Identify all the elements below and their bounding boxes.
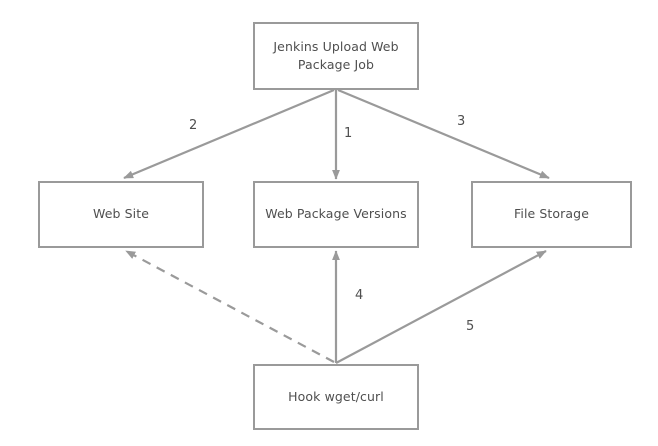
node-label: Web Package Versions	[265, 206, 407, 222]
edge-label-2: 2	[189, 118, 198, 133]
edge-5-line	[335, 250, 547, 364]
node-label: Jenkins Upload Web Package Job	[273, 38, 399, 72]
node-file-storage[interactable]: File Storage	[471, 181, 632, 248]
node-web-site[interactable]: Web Site	[38, 181, 204, 248]
edge-2-line	[123, 88, 335, 180]
edge-label-1: 1	[344, 126, 353, 141]
edge-label-3: 3	[457, 114, 466, 129]
edge-label-5: 5	[466, 319, 475, 334]
node-label: File Storage	[514, 206, 589, 222]
node-label: Web Site	[92, 206, 150, 222]
node-web-package-versions[interactable]: Web Package Versions	[253, 181, 419, 248]
edge-label-4: 4	[355, 288, 364, 303]
node-jenkins-upload-web-package-job[interactable]: Jenkins Upload Web Package Job	[253, 22, 419, 90]
node-label: Hook wget/curl	[288, 388, 384, 404]
node-hook-wget-curl[interactable]: Hook wget/curl	[253, 364, 419, 430]
edge-3-line	[337, 88, 550, 180]
edge-dashed-line	[125, 250, 335, 363]
